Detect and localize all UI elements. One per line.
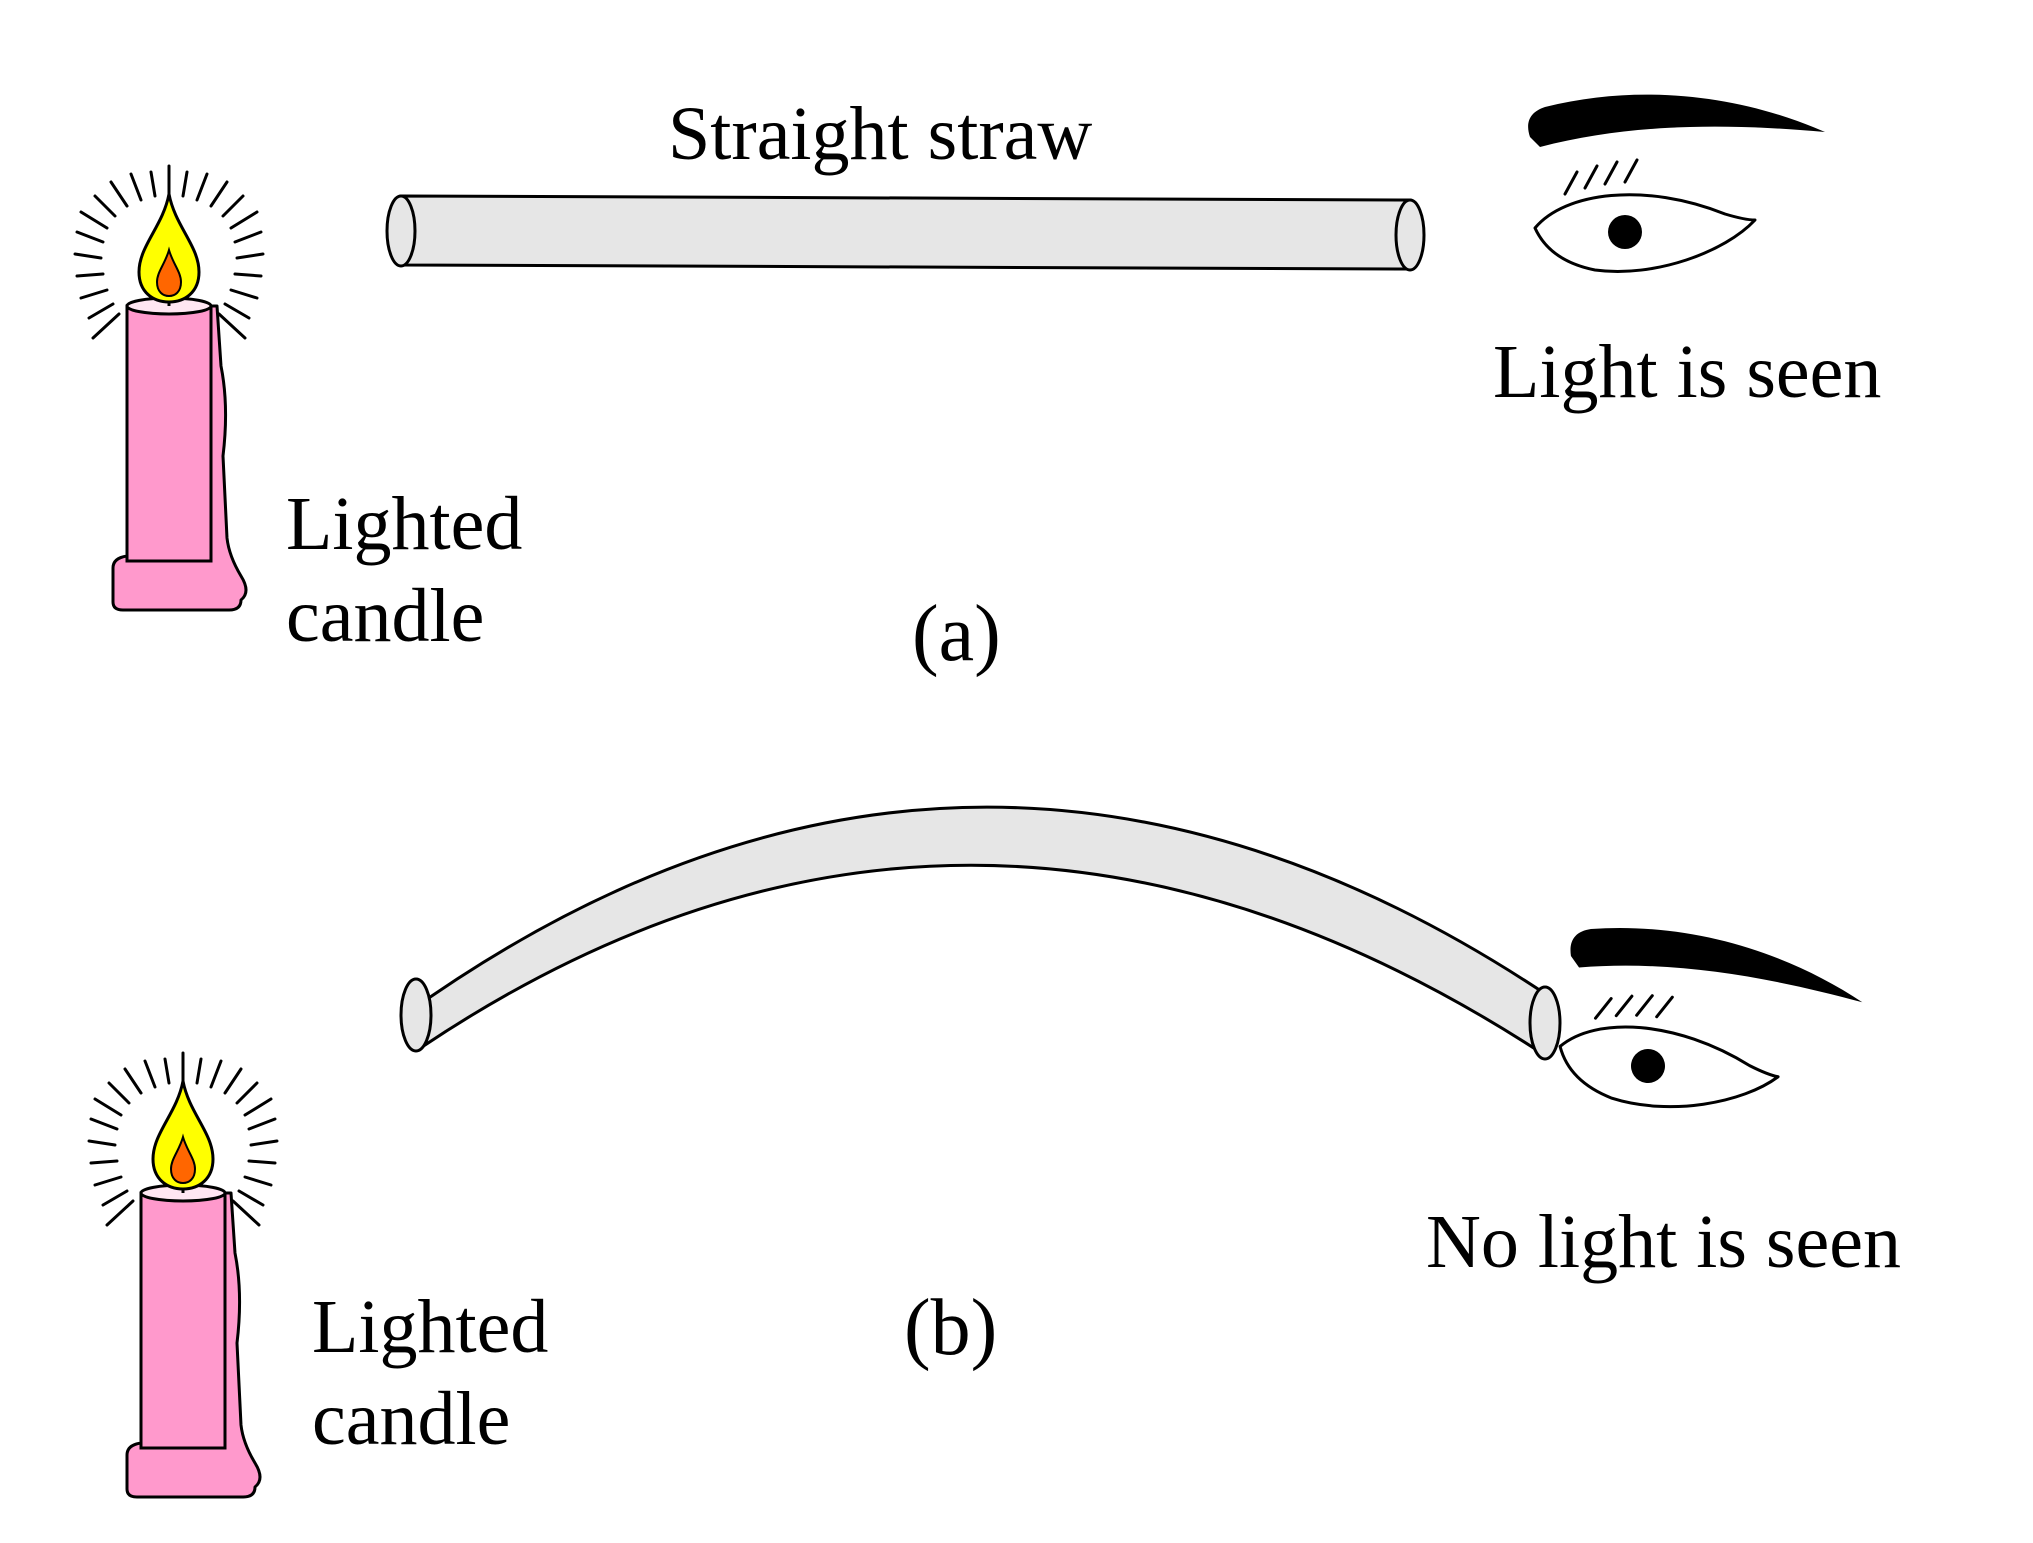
light-seen-label: Light is seen [1493, 330, 1882, 414]
caption-a: (a) [912, 590, 1001, 678]
candle-label-line-2: candle [286, 574, 485, 658]
straight-straw-label: Straight straw [668, 92, 1093, 176]
candle-label-b: Lighted candle [312, 1281, 548, 1465]
candle-label-line-1: Lighted [286, 482, 523, 566]
candle-label-line-2: candle [312, 1377, 511, 1461]
candle-label-line-1: Lighted [312, 1285, 549, 1369]
straw-icon [385, 194, 1426, 272]
straw-icon [399, 805, 1562, 1061]
candle-label-a: Lighted candle [286, 478, 522, 662]
no-light-seen-label: No light is seen [1426, 1200, 1901, 1284]
eye-icon [1544, 912, 1871, 1142]
candle-icon [87, 1051, 279, 1499]
panel-b [87, 805, 1871, 1499]
panel-a [73, 93, 1827, 612]
eye-icon [1526, 93, 1827, 273]
candle-icon [73, 164, 265, 612]
caption-b: (b) [904, 1284, 998, 1372]
